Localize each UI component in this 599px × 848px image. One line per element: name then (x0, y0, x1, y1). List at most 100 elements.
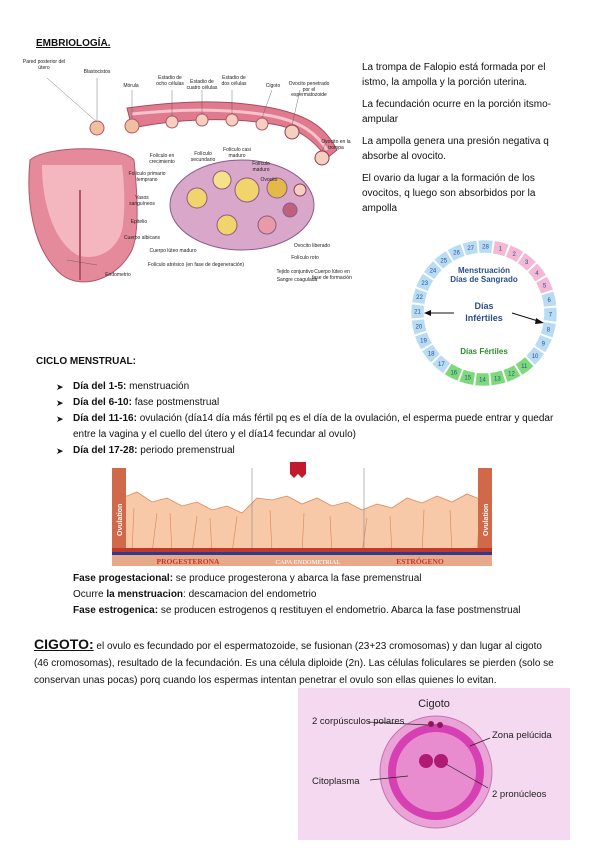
wheel-day-segment (423, 260, 443, 280)
day-range-label: Día del 11-16: (73, 413, 137, 424)
cigoto-paragraph: CIGOTO: el ovulo es fecundado por el esp… (34, 636, 559, 689)
label-morula: Mórula (123, 83, 139, 89)
wheel-day-segment (461, 240, 479, 257)
wheel-day-label: 4 (535, 271, 539, 277)
endometrium-diagram: Ovulation Ovulation PROGESTERONA CAPA EN… (112, 462, 492, 566)
phase-line: Fase progestacional: se produce progeste… (73, 571, 573, 587)
phase-text: se producen estrogenos q restituyen el e… (158, 605, 521, 616)
phase-label: Fase progestacional: (73, 573, 174, 584)
day-range-label: Día del 17-28: (73, 445, 138, 456)
intro-paragraph: La trompa de Falopio está formada por el… (362, 62, 546, 88)
wheel-infertiles-2: Infértiles (465, 313, 503, 323)
wheel-day-label: 3 (525, 260, 529, 266)
wheel-day-label: 20 (416, 325, 423, 331)
wheel-day-segment (517, 252, 537, 272)
list-item: ➤Día del 17-28: periodo premenstrual (56, 443, 561, 459)
intro-paragraph: El ovario da lugar a la formación de los… (362, 173, 536, 214)
intro-paragraph: La fecundación ocurre en la porción itsm… (362, 99, 551, 125)
wheel-day-label: 17 (438, 362, 445, 368)
cycle-section-title: CICLO MENSTRUAL: (36, 356, 136, 367)
wheel-day-segment (489, 369, 507, 386)
ovulation-label-left: Ovulation (117, 504, 124, 536)
phase-line: Ocurre la menstruacion: descamacion del … (73, 587, 573, 603)
wheel-day-segment (492, 240, 510, 258)
wheel-day-label: 8 (547, 327, 551, 333)
wheel-arrow-right (511, 312, 539, 322)
wheel-day-label: 15 (464, 376, 471, 382)
wheel-day-segment (414, 331, 433, 351)
wheel-day-label: 22 (416, 295, 423, 301)
wheel-day-label: 27 (467, 246, 474, 252)
label-cuatro-celulas: Estadio de cuatro células (186, 79, 218, 91)
zygote-pronucleos-label: 2 pronúcleos (492, 789, 547, 800)
arrow-bullet-icon: ➤ (56, 382, 64, 392)
label-luteo-maduro: Cuerpo lúteo maduro (149, 248, 197, 254)
wheel-day-label: 25 (440, 258, 447, 264)
capa-endometrial-label: CAPA ENDOMETRIAL (276, 559, 341, 566)
wheel-day-label: 19 (420, 339, 427, 345)
wheel-fertiles: Días Fértiles (460, 347, 508, 356)
zygote-title: Cigoto (418, 698, 450, 710)
wheel-day-label: 28 (482, 245, 489, 251)
wheel-sangrado: Días de Sangrado (450, 275, 518, 284)
page-title: EMBRIOLOGÍA. (36, 38, 111, 49)
ovulation-label-right: Ovulation (483, 504, 490, 536)
wheel-day-segment (474, 372, 491, 387)
label-ovocito-trompa: Ovocito en la trompa (321, 139, 351, 151)
day-range-label: Día del 6-10: (73, 397, 132, 408)
day-range-label: Día del 1-5: (73, 381, 127, 392)
wheel-arrowhead-right (535, 318, 544, 324)
label-vasos: Vasos sanguíneos (129, 195, 155, 207)
label-pared-uterina: Pared posterior del útero (22, 59, 66, 71)
label-ovocito: Ovocito (260, 177, 278, 183)
label-endometrio: Endometrio (105, 272, 131, 278)
wheel-day-label: 14 (479, 378, 486, 384)
blood-drop-icon (290, 462, 306, 478)
fallopian-ovary-diagram (28, 77, 338, 283)
wheel-day-label: 2 (513, 252, 517, 258)
wheel-day-segment (514, 356, 535, 376)
label-foliculo-maduro: Folículo maduro (252, 161, 270, 173)
cycle-days-list: ➤ Día del 1-5: menstruación ➤ Día del 6-10… (56, 379, 561, 459)
day-range-text: menstruación (126, 381, 190, 392)
wheel-day-segment (411, 318, 428, 336)
wheel-day-segment (443, 362, 463, 382)
wheel-day-label: 9 (542, 341, 546, 347)
label-foliculo-roto: Folículo roto (291, 255, 319, 261)
label-blastocistos: Blastocistos (83, 69, 111, 75)
wheel-day-label: 18 (428, 351, 435, 357)
wheel-day-label: 1 (499, 247, 503, 253)
cigoto-text: el ovulo es fecundado por el espermatozo… (34, 641, 554, 686)
label-ovocito-penetrado: Ovocito penetrado por el espermatozoide (288, 81, 330, 98)
phases-block: Fase progestacional: se produce progeste… (73, 571, 573, 619)
wheel-menstruacion: Menstruación (458, 266, 510, 275)
label-luteo-formacion: Cuerpo lúteo en fase de formación (312, 269, 352, 281)
phase-text: se produce progesterona y abarca la fase… (173, 573, 422, 584)
zygote-citoplasma-label: Citoplasma (312, 776, 360, 787)
wheel-day-segment (477, 239, 494, 254)
phase-text: : descamacion del endometrio (183, 589, 317, 600)
estrogeno-label: ESTRÓGENO (396, 556, 444, 566)
wheel-day-segment (525, 346, 545, 366)
intro-paragraphs: La trompa de Falopio está formada por el… (362, 60, 562, 223)
label-foliculo-atresico: Folículo atrésico (en fase de degeneraci… (147, 262, 245, 268)
wheel-day-label: 7 (549, 313, 553, 319)
wheel-day-segment (505, 244, 525, 264)
cigoto-heading: CIGOTO: (34, 636, 94, 652)
wheel-day-segment (411, 287, 429, 305)
wheel-day-label: 16 (450, 370, 457, 376)
zygote-diagram: Cigoto 2 corpúsculos polares Zona pelúci… (298, 688, 570, 840)
wheel-day-label: 5 (543, 284, 547, 290)
wheel-day-segment (540, 290, 557, 308)
list-item: ➤ Día del 1-5: menstruación (56, 379, 561, 395)
phase-label: la menstruacion (106, 589, 184, 600)
progesterona-label: PROGESTERONA (157, 557, 221, 566)
wheel-infertiles-1: Días (474, 301, 493, 311)
wheel-day-label: 26 (453, 251, 460, 257)
wheel-day-segment (458, 368, 476, 386)
label-sangre-coagulada: Sangre coagulada (276, 277, 318, 283)
label-foliculo-secundario: Folículo secundario (190, 151, 216, 163)
arrow-bullet-icon: ➤ (56, 414, 64, 424)
wheel-day-label: 21 (414, 310, 421, 316)
wheel-day-segment (431, 354, 451, 374)
